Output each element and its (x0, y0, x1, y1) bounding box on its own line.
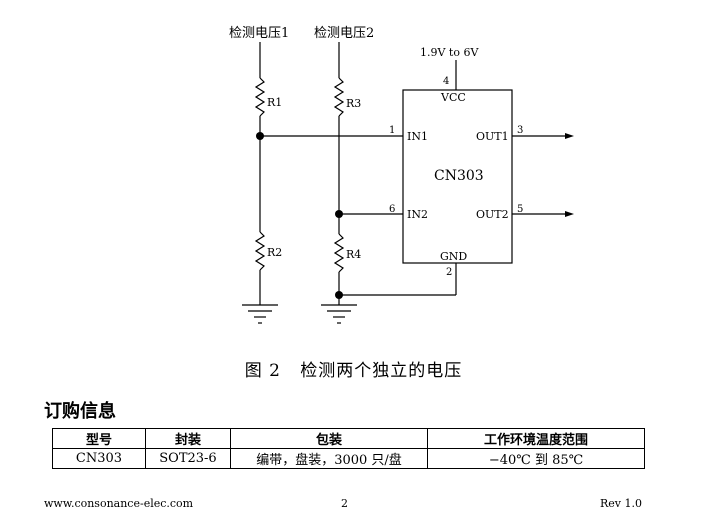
ordering-info-table: 型号 封装 包装 工作环境温度范围 CN303 SOT23-6 编带，盘装，30… (52, 428, 645, 469)
cell-model: CN303 (52, 448, 146, 469)
table-header-row: 型号 封装 包装 工作环境温度范围 (52, 428, 645, 449)
out1-arrow-icon (565, 133, 574, 139)
resistor-r3 (333, 77, 345, 117)
pin-name-gnd: GND (440, 250, 467, 263)
column-header-package: 封装 (145, 428, 231, 449)
out2-arrow-icon (565, 211, 574, 217)
input1-label: 检测电压1 (229, 26, 289, 41)
r4-label: R4 (346, 248, 361, 261)
pin-name-out2: OUT2 (476, 208, 509, 221)
circuit-schematic: 检测电压1 检测电压2 1.9V to 6V (229, 26, 574, 324)
pin-number-in2: 6 (389, 204, 395, 215)
resistor-r2 (254, 231, 266, 271)
junction-dot (335, 291, 343, 299)
ground-symbol-right (321, 304, 357, 324)
pin-name-in2: IN2 (407, 208, 428, 221)
column-header-model: 型号 (52, 428, 146, 449)
pin-number-in1: 1 (389, 125, 395, 136)
cell-packing: 编带，盘装，3000 只/盘 (230, 448, 428, 469)
pin-number-out2: 5 (517, 204, 523, 215)
r2-label: R2 (267, 246, 282, 259)
resistor-r1 (254, 77, 266, 117)
cell-package: SOT23-6 (145, 448, 231, 469)
figure-caption: 图 2 检测两个独立的电压 (244, 361, 463, 381)
section-heading: 订购信息 (44, 401, 116, 422)
junction-dot (335, 210, 343, 218)
column-header-temperature: 工作环境温度范围 (427, 428, 645, 449)
table-row: CN303 SOT23-6 编带，盘装，3000 只/盘 −40℃ 到 85℃ (52, 448, 645, 469)
footer-revision: Rev 1.0 (600, 497, 642, 510)
column-header-packing: 包装 (230, 428, 428, 449)
pin-number-out1: 3 (517, 125, 523, 136)
r1-label: R1 (267, 96, 282, 109)
input2-label: 检测电压2 (314, 26, 374, 41)
pin-number-gnd: 2 (446, 267, 452, 278)
junction-dot (256, 132, 264, 140)
footer-page-number: 2 (341, 497, 348, 510)
resistor-r4 (333, 233, 345, 273)
supply-voltage-label: 1.9V to 6V (420, 46, 479, 59)
pin-name-in1: IN1 (407, 130, 428, 143)
cell-temperature: −40℃ 到 85℃ (427, 448, 645, 469)
chip-name: CN303 (434, 168, 484, 184)
pin-number-vcc: 4 (443, 76, 449, 87)
ground-symbol-left (242, 304, 278, 324)
pin-name-vcc: VCC (440, 91, 466, 104)
footer-website: www.consonance-elec.com (44, 497, 194, 510)
pin-name-out1: OUT1 (476, 130, 509, 143)
chip-cn303-body (402, 89, 513, 264)
r3-label: R3 (346, 97, 361, 110)
